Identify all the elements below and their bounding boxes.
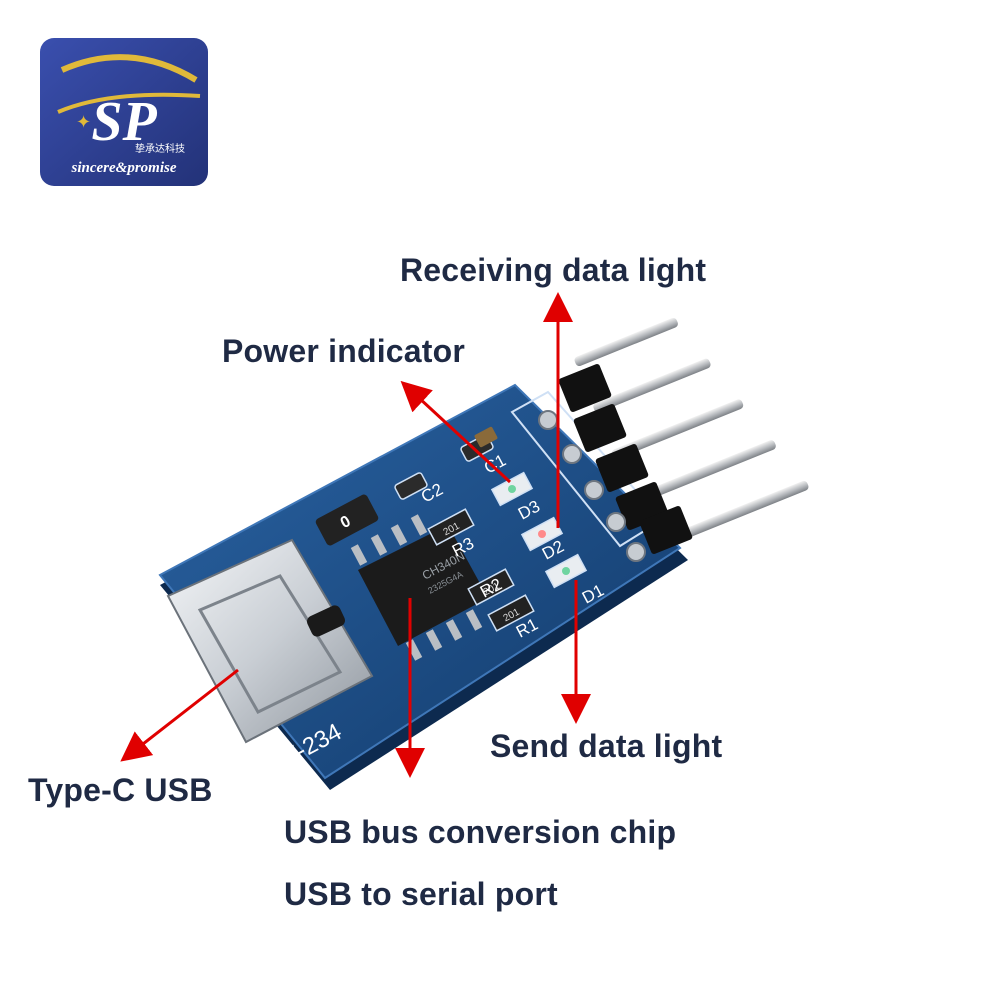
- arrow-power-indicator: [400, 380, 512, 484]
- callout-chip-line1: USB bus conversion chip: [284, 814, 677, 850]
- capacitor-component: 0: [315, 494, 379, 546]
- led-indicators: [490, 471, 588, 589]
- callout-chip-line2: USB to serial port: [284, 876, 558, 912]
- arrow-type-c: [120, 668, 239, 762]
- brand-logo: SP ✦ 挚承达科技 sincere&promise: [40, 38, 208, 186]
- callout-send-light: Send data light: [490, 728, 723, 764]
- header-housing: [558, 363, 693, 555]
- callout-power-indicator: Power indicator: [222, 333, 466, 369]
- callout-receiving-light: Receiving data light: [400, 252, 707, 288]
- logo-star-icon: ✦: [76, 112, 91, 132]
- logo-monogram: SP: [91, 91, 157, 153]
- usb-serial-chip: CH340N 2325G4A: [350, 514, 488, 661]
- annotation-arrows: [120, 292, 591, 778]
- usb-c-connector: [166, 538, 374, 744]
- callout-type-c: Type-C USB: [28, 772, 213, 808]
- solder-pads: [538, 410, 646, 562]
- logo-caption-en: sincere&promise: [71, 160, 177, 176]
- logo-caption-cn: 挚承达科技: [135, 142, 185, 155]
- pcb-board: CH340N 2325G4A 0 201 201 201: [158, 363, 693, 790]
- resistors: 201 201 201: [427, 508, 535, 632]
